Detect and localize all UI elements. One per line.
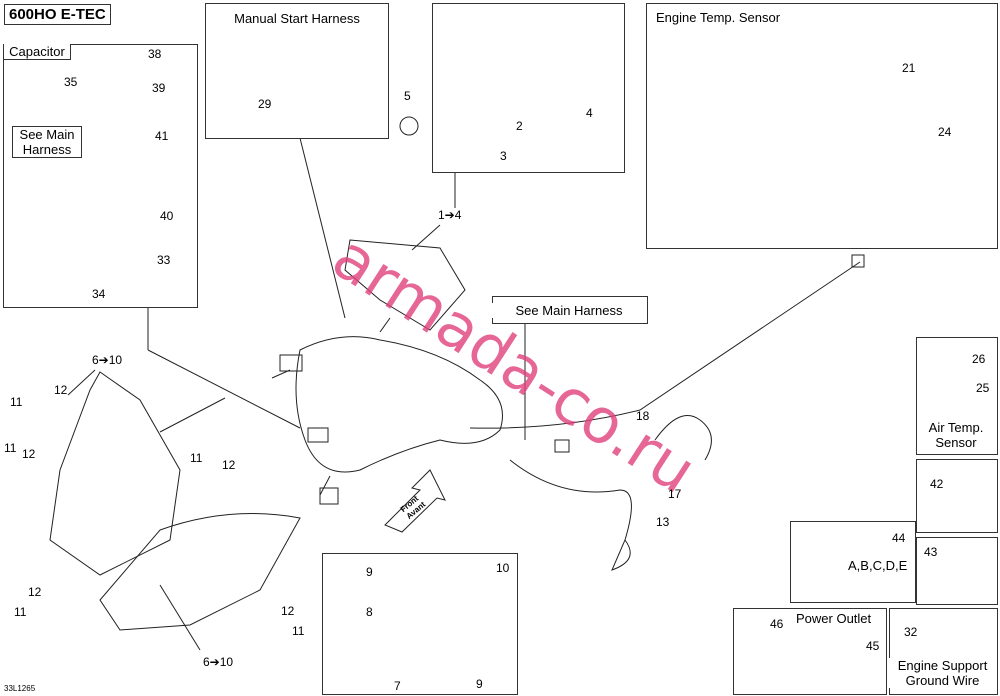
callout-6-to-10-bottom: 6➔10 bbox=[203, 655, 234, 669]
capacitor-box bbox=[3, 44, 198, 308]
callout-11-d: 11 bbox=[14, 605, 27, 619]
callout-25: 25 bbox=[976, 381, 990, 395]
gauge-parts-box bbox=[432, 3, 625, 173]
callout-13: 13 bbox=[656, 515, 670, 529]
callout-5: 5 bbox=[404, 89, 411, 103]
callout-33: 33 bbox=[157, 253, 171, 267]
push-rivet-box bbox=[916, 459, 998, 533]
callout-6-to-10-top: 6➔10 bbox=[92, 353, 123, 367]
callout-10: 10 bbox=[496, 561, 510, 575]
callout-38: 38 bbox=[148, 47, 162, 61]
see-main-harness-left-label: See Main Harness bbox=[12, 126, 82, 158]
callout-11-a: 11 bbox=[10, 395, 23, 409]
power-outlet-label: Power Outlet bbox=[796, 611, 872, 626]
callout-34: 34 bbox=[92, 287, 106, 301]
callout-9-a: 9 bbox=[366, 565, 373, 579]
see-main-harness-label: See Main Harness bbox=[492, 303, 646, 318]
callout-29: 29 bbox=[258, 97, 272, 111]
callout-42: 42 bbox=[930, 477, 944, 491]
callout-11-c: 11 bbox=[190, 451, 203, 465]
reference-code: 33L1265 bbox=[4, 684, 36, 693]
callout-44: 44 bbox=[892, 531, 906, 545]
callout-46: 46 bbox=[770, 617, 784, 631]
callout-45: 45 bbox=[866, 639, 880, 653]
capacitor-label: Capacitor bbox=[4, 44, 71, 60]
callout-26: 26 bbox=[972, 352, 986, 366]
ground-wire-label: Engine Support Ground Wire bbox=[889, 658, 996, 688]
callout-11-e: 11 bbox=[292, 624, 305, 638]
callout-8: 8 bbox=[366, 605, 373, 619]
clip-box bbox=[916, 537, 998, 605]
callout-18: 18 bbox=[636, 409, 650, 423]
headlamp-bulb-box bbox=[322, 553, 518, 695]
manual-start-harness-label: Manual Start Harness bbox=[206, 11, 388, 26]
callout-24: 24 bbox=[938, 125, 952, 139]
callout-12-c: 12 bbox=[222, 458, 236, 472]
engine-temp-sensor-label: Engine Temp. Sensor bbox=[656, 10, 781, 25]
air-temp-sensor-label: Air Temp. Sensor bbox=[918, 420, 994, 450]
callout-21: 21 bbox=[902, 61, 916, 75]
front-arrow bbox=[384, 469, 446, 533]
callout-12-b: 12 bbox=[22, 447, 36, 461]
callout-11-b: 11 bbox=[4, 441, 17, 455]
callout-12-a: 12 bbox=[54, 383, 68, 397]
callout-17: 17 bbox=[668, 487, 682, 501]
callout-7: 7 bbox=[394, 679, 401, 693]
callout-12-e: 12 bbox=[281, 604, 295, 618]
callout-39: 39 bbox=[152, 81, 166, 95]
callout-35: 35 bbox=[64, 75, 78, 89]
callout-32: 32 bbox=[904, 625, 918, 639]
abcde-label: A,B,C,D,E bbox=[848, 558, 908, 573]
callout-2: 2 bbox=[516, 119, 523, 133]
callout-3: 3 bbox=[500, 149, 507, 163]
callout-12-d: 12 bbox=[28, 585, 42, 599]
callout-1-to-4: 1➔4 bbox=[438, 208, 462, 222]
callout-9-b: 9 bbox=[476, 677, 483, 691]
callout-43: 43 bbox=[924, 545, 938, 559]
callout-41: 41 bbox=[155, 129, 169, 143]
callout-4: 4 bbox=[586, 106, 593, 120]
engine-temp-sensor-box bbox=[646, 3, 998, 249]
model-title: 600HO E-TEC bbox=[4, 4, 111, 25]
callout-40: 40 bbox=[160, 209, 174, 223]
